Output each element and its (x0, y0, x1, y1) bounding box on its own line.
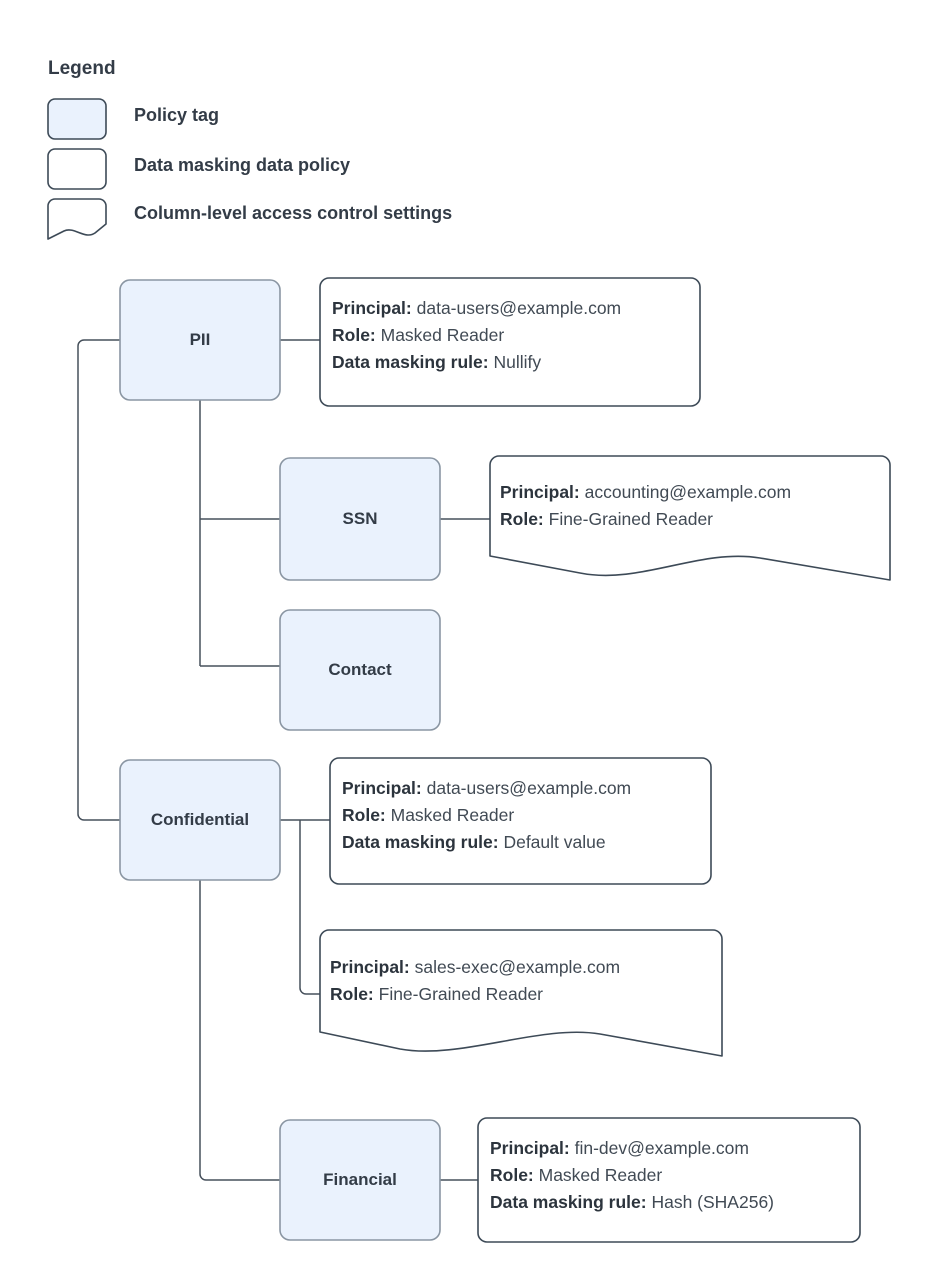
policy-line-principal: Principal: sales-exec@example.com (330, 954, 620, 981)
policy-box-financial[interactable] (477, 1117, 861, 1243)
node-contact[interactable] (279, 609, 441, 731)
rule-value: Default value (503, 832, 606, 852)
connector-confidential-to-financial (199, 880, 280, 1181)
legend-swatch-column-access-settings (47, 198, 107, 240)
legend-label-policy-tag: Policy tag (134, 105, 220, 125)
principal-label: Principal: (500, 482, 580, 502)
node-ssn[interactable] (279, 457, 441, 581)
principal-label: Principal: (330, 957, 410, 977)
principal-label: Principal: (490, 1138, 570, 1158)
policy-line-role: Role: Fine-Grained Reader (500, 506, 791, 533)
role-value: Masked Reader (538, 1165, 663, 1185)
principal-value: fin-dev@example.com (574, 1138, 749, 1158)
role-value: Fine-Grained Reader (548, 509, 714, 529)
legend-swatch-data-masking-policy (47, 148, 107, 190)
legend-label-column-access-settings: Column-level access control settings (134, 203, 453, 223)
policy-box-pii[interactable] (319, 277, 701, 407)
rule-label: Data masking rule: (332, 352, 489, 372)
policy-line-role: Role: Fine-Grained Reader (330, 981, 620, 1008)
role-value: Fine-Grained Reader (378, 984, 544, 1004)
role-label: Role: (500, 509, 544, 529)
rule-label: Data masking rule: (490, 1192, 647, 1212)
principal-value: data-users@example.com (426, 778, 632, 798)
policy-text-confidential-acl: Principal: sales-exec@example.com Role: … (330, 954, 620, 1008)
policy-text-financial: Principal: fin-dev@example.com Role: Mas… (490, 1135, 774, 1216)
policy-line-principal: Principal: data-users@example.com (342, 775, 631, 802)
policy-text-pii: Principal: data-users@example.com Role: … (332, 295, 621, 376)
policy-text-confidential: Principal: data-users@example.com Role: … (342, 775, 631, 856)
policy-line-role: Role: Masked Reader (342, 802, 631, 829)
policy-line-principal: Principal: fin-dev@example.com (490, 1135, 774, 1162)
principal-label: Principal: (342, 778, 422, 798)
legend-label-data-masking-policy: Data masking data policy (134, 155, 351, 175)
role-value: Masked Reader (380, 325, 505, 345)
principal-value: accounting@example.com (584, 482, 792, 502)
role-label: Role: (332, 325, 376, 345)
connector-confidential-to-acl (299, 820, 320, 995)
node-confidential[interactable] (119, 759, 281, 881)
rule-label: Data masking rule: (342, 832, 499, 852)
acl-box-confidential[interactable] (319, 929, 723, 1057)
legend-title: Legend (48, 58, 116, 79)
rule-value: Nullify (493, 352, 542, 372)
policy-text-ssn: Principal: accounting@example.com Role: … (500, 479, 791, 533)
node-financial[interactable] (279, 1119, 441, 1241)
policy-line-rule: Data masking rule: Hash (SHA256) (490, 1189, 774, 1216)
principal-label: Principal: (332, 298, 412, 318)
legend-swatch-policy-tag (47, 98, 107, 140)
rule-value: Hash (SHA256) (651, 1192, 775, 1212)
role-label: Role: (342, 805, 386, 825)
role-value: Masked Reader (390, 805, 515, 825)
policy-line-rule: Data masking rule: Default value (342, 829, 631, 856)
principal-value: sales-exec@example.com (414, 957, 621, 977)
principal-value: data-users@example.com (416, 298, 622, 318)
node-pii[interactable] (119, 279, 281, 401)
role-label: Role: (330, 984, 374, 1004)
role-label: Role: (490, 1165, 534, 1185)
policy-box-confidential[interactable] (329, 757, 712, 885)
policy-line-principal: Principal: accounting@example.com (500, 479, 791, 506)
connector-trunk-pii-confidential (77, 339, 120, 821)
policy-line-role: Role: Masked Reader (490, 1162, 774, 1189)
acl-box-ssn[interactable] (489, 455, 891, 581)
policy-line-rule: Data masking rule: Nullify (332, 349, 621, 376)
policy-line-principal: Principal: data-users@example.com (332, 295, 621, 322)
policy-line-role: Role: Masked Reader (332, 322, 621, 349)
